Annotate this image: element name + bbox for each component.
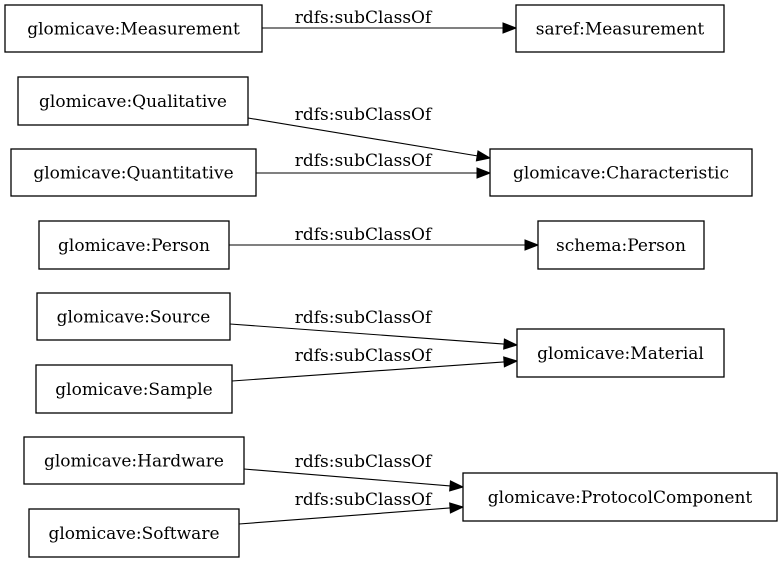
- edge-line: [231, 361, 505, 382]
- arrowhead-icon: [502, 22, 518, 34]
- node-qualitative: glomicave:Qualitative: [17, 76, 249, 126]
- node-label: glomicave:Qualitative: [39, 92, 227, 112]
- node-box: [462, 472, 778, 522]
- nodes-layer: glomicave:Measurement saref:Measurement gl…: [4, 4, 778, 558]
- edge-label: rdfs:subClassOf: [295, 346, 433, 366]
- node-box: [537, 220, 705, 270]
- arrowhead-icon: [475, 150, 492, 162]
- node-box: [28, 508, 240, 558]
- edge-line: [243, 468, 451, 487]
- node-label: glomicave:Hardware: [44, 452, 224, 472]
- node-label: glomicave:Software: [48, 524, 219, 544]
- node-label: saref:Measurement: [536, 20, 705, 40]
- node-label: glomicave:Characteristic: [513, 164, 729, 184]
- edge-label: rdfs:subClassOf: [295, 308, 433, 328]
- node-box: [38, 220, 230, 270]
- node-box: [35, 364, 233, 414]
- edge-quantitative-to-characteristic: rdfs:subClassOf: [256, 151, 492, 179]
- node-box: [36, 292, 231, 341]
- edge-hardware-to-protocol-component: rdfs:subClassOf: [243, 452, 465, 492]
- node-label: glomicave:Person: [58, 236, 210, 256]
- node-label: glomicave:Quantitative: [33, 164, 233, 184]
- node-hardware: glomicave:Hardware: [23, 436, 245, 485]
- arrowhead-icon: [503, 338, 519, 350]
- edge-label: rdfs:subClassOf: [295, 225, 433, 245]
- node-material: glomicave:Material: [516, 328, 725, 378]
- node-quantitative: glomicave:Quantitative: [10, 148, 257, 197]
- edge-label: rdfs:subClassOf: [295, 105, 433, 125]
- node-person: glomicave:Person: [38, 220, 230, 270]
- node-software: glomicave:Software: [28, 508, 240, 558]
- edge-label: rdfs:subClassOf: [295, 151, 433, 171]
- node-box: [23, 436, 245, 485]
- arrowhead-icon: [524, 239, 540, 251]
- edge-person-to-schema-person: rdfs:subClassOf: [229, 225, 540, 251]
- edge-measurement-to-saref-measurement: rdfs:subClassOf: [262, 8, 518, 34]
- node-sample: glomicave:Sample: [35, 364, 233, 414]
- edge-software-to-protocol-component: rdfs:subClassOf: [238, 490, 465, 525]
- node-box: [489, 148, 753, 197]
- node-schema-person: schema:Person: [537, 220, 705, 270]
- edge-line: [247, 117, 478, 157]
- arrowhead-icon: [449, 502, 465, 514]
- node-label: glomicave:Sample: [55, 380, 212, 400]
- edge-sample-to-material: rdfs:subClassOf: [231, 346, 519, 382]
- node-measurement: glomicave:Measurement: [4, 4, 263, 53]
- node-label: schema:Person: [556, 236, 686, 256]
- arrowhead-icon: [449, 480, 465, 492]
- edge-line: [229, 323, 505, 345]
- edge-qualitative-to-characteristic: rdfs:subClassOf: [247, 105, 492, 162]
- node-protocol-component: glomicave:ProtocolComponent: [462, 472, 778, 522]
- arrowhead-icon: [503, 356, 519, 368]
- edges-layer: rdfs:subClassOf rdfs:subClassOf rdfs:subCl…: [229, 8, 540, 525]
- node-label: glomicave:Material: [537, 344, 704, 364]
- node-box: [17, 76, 249, 126]
- node-box: [10, 148, 257, 197]
- node-saref-measurement: saref:Measurement: [515, 4, 725, 53]
- edge-source-to-material: rdfs:subClassOf: [229, 308, 519, 350]
- node-label: glomicave:ProtocolComponent: [488, 488, 753, 508]
- node-characteristic: glomicave:Characteristic: [489, 148, 753, 197]
- edge-label: rdfs:subClassOf: [295, 452, 433, 472]
- node-box: [4, 4, 263, 53]
- node-box: [516, 328, 725, 378]
- node-source: glomicave:Source: [36, 292, 231, 341]
- edge-label: rdfs:subClassOf: [295, 8, 433, 28]
- node-box: [515, 4, 725, 53]
- arrowhead-icon: [476, 167, 492, 179]
- edge-line: [238, 507, 451, 525]
- node-label: glomicave:Measurement: [27, 20, 240, 40]
- node-label: glomicave:Source: [57, 308, 211, 328]
- edge-label: rdfs:subClassOf: [295, 490, 433, 510]
